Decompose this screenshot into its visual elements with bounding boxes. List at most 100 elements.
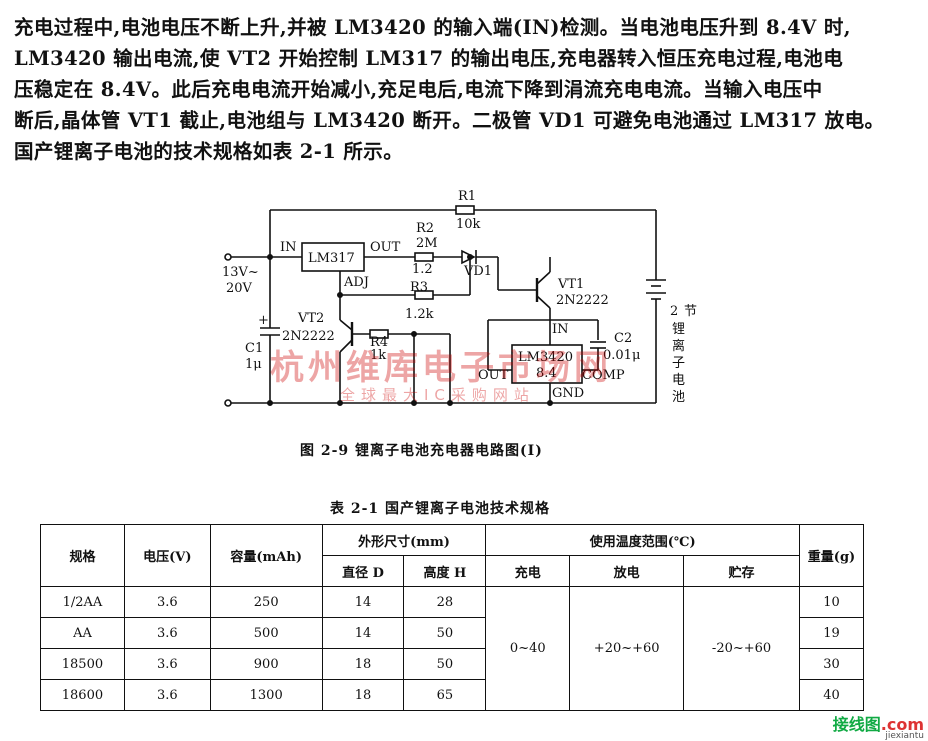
input-terminal-top: [224, 253, 232, 261]
cell-spec: 1/2AA: [40, 586, 125, 618]
cell-weight: 30: [799, 648, 864, 680]
watermark-left: 杭州: [270, 348, 346, 388]
lm317-block: [301, 242, 365, 272]
header-height: 高度 H: [403, 555, 487, 587]
cell-voltage: 3.6: [123, 648, 211, 680]
body-text: 充电过程中,电池电压不断上升,并被 LM3420 的输入端(IN)检测。当电池电…: [14, 12, 914, 167]
battery-label-2: 锂: [672, 322, 685, 337]
c1-plus: +: [258, 313, 269, 328]
header-charge: 充电: [485, 555, 571, 587]
cell-capacity: 900: [209, 648, 323, 680]
cell-spec: 18500: [40, 648, 125, 680]
cell-height: 50: [403, 648, 487, 680]
watermark-sub: 全球最大IC采购网站: [340, 386, 535, 404]
cell-capacity: 500: [209, 617, 323, 649]
vt2-label: VT2: [297, 311, 324, 326]
r1-label: R1: [458, 189, 476, 204]
header-spec: 规格: [40, 524, 125, 587]
r3-value: 1.2k: [405, 307, 434, 322]
r4-value: 1k: [370, 348, 386, 363]
header-voltage: 电压(V): [123, 524, 211, 587]
corner-logo: 接线图.com jiexiantu: [832, 711, 924, 741]
lm317-label: LM317: [308, 251, 355, 266]
logo-com: .com: [880, 715, 924, 734]
battery-label-5: 电: [672, 373, 685, 388]
lm3420-out: OUT: [478, 368, 509, 383]
lm3420-label: LM3420: [518, 350, 573, 365]
table-row: AA 3.6 500 14 50 19: [40, 617, 864, 649]
text-line-2: LM3420 输出电流,使 VT2 开始控制 LM317 的输出电压,充电器转入…: [14, 47, 844, 70]
r4-label: R4: [370, 335, 388, 350]
cell-capacity: 250: [209, 586, 323, 618]
lm3420-gnd: GND: [552, 386, 584, 401]
header-storage: 贮存: [683, 555, 800, 587]
r1-resistor: [455, 205, 475, 215]
battery-label-3: 离: [672, 338, 685, 354]
header-weight: 重量(g): [799, 524, 864, 587]
cell-height: 28: [403, 586, 487, 618]
text-line-1: 充电过程中,电池电压不断上升,并被 LM3420 的输入端(IN)检测。当电池电…: [14, 16, 851, 39]
c2-value: 0.01μ: [603, 348, 640, 363]
header-temp-range: 使用温度范围(℃): [485, 524, 800, 556]
text-line-4: 断后,晶体管 VT1 截止,电池组与 LM3420 断开。二极管 VD1 可避免…: [14, 109, 885, 132]
watermark-right: 电子市场网: [422, 348, 612, 388]
cell-storage-temp: -20~+60: [683, 586, 800, 711]
input-voltage-1: 13V~: [222, 265, 259, 280]
cell-charge-temp: 0~40: [485, 586, 571, 711]
r3-label: R3: [410, 280, 428, 295]
r2-resistor: [414, 252, 434, 262]
r1-value: 10k: [456, 217, 481, 232]
input-voltage-2: 20V: [226, 281, 253, 296]
input-terminal-bottom: [224, 399, 232, 407]
c1-label: C1: [245, 341, 263, 356]
c2-label: C2: [614, 331, 632, 346]
vt1-type: 2N2222: [556, 293, 609, 308]
lm3420-comp: COMP: [582, 368, 625, 383]
vd1-label: VD1: [463, 264, 492, 279]
vt1-label: VT1: [557, 277, 584, 292]
cell-spec: AA: [40, 617, 125, 649]
watermark-mid: 维库: [346, 348, 422, 388]
c1-value: 1μ: [245, 357, 262, 372]
cell-voltage: 3.6: [123, 586, 211, 618]
cell-diameter: 18: [321, 679, 405, 711]
cell-diameter: 14: [321, 617, 405, 649]
battery-label-1: 节: [684, 304, 697, 319]
text-line-3: 压稳定在 8.4V。此后充电电流开始减小,充足电后,电流下降到涓流充电电流。当输…: [14, 78, 823, 101]
header-dimensions: 外形尺寸(mm): [321, 524, 487, 556]
cell-diameter: 18: [321, 648, 405, 680]
r2-value2: 1.2: [412, 262, 433, 277]
cell-weight: 10: [799, 586, 864, 618]
cell-spec: 18600: [40, 679, 125, 711]
logo-cn: 接线图: [832, 715, 881, 734]
cell-capacity: 1300: [209, 679, 323, 711]
out-label: OUT: [370, 240, 401, 255]
battery-label-6: 池: [672, 390, 685, 405]
text-line-5: 国产锂离子电池的技术规格如表 2-1 所示。: [14, 140, 404, 163]
watermark-main: 杭州维库电子市场网: [270, 340, 612, 389]
spec-table: 规格 电压(V) 容量(mAh) 外形尺寸(mm) 使用温度范围(℃) 重量(g…: [40, 524, 864, 711]
r2-value: 2M: [416, 236, 438, 251]
table-row: 18600 3.6 1300 18 65 40: [40, 679, 864, 711]
lm3420-v: 8.4: [536, 366, 557, 381]
in-label: IN: [280, 240, 297, 255]
r2-label: R2: [416, 221, 434, 236]
cell-discharge-temp: +20~+60: [569, 586, 685, 711]
header-diameter: 直径 D: [321, 555, 405, 587]
table-caption: 表 2-1 国产锂离子电池技术规格: [330, 501, 551, 517]
lm3420-in: IN: [552, 322, 569, 337]
adj-label: ADJ: [343, 275, 369, 290]
cell-height: 65: [403, 679, 487, 711]
logo-url: jiexiantu: [885, 731, 924, 741]
table-row: 1/2AA 3.6 250 14 28 0~40 +20~+60 -20~+60…: [40, 586, 864, 711]
cell-diameter: 14: [321, 586, 405, 618]
vt2-type: 2N2222: [282, 329, 335, 344]
cell-height: 50: [403, 617, 487, 649]
figure-caption: 图 2-9 锂离子电池充电器电路图(Ⅰ): [300, 443, 543, 459]
lm3420-block: [511, 344, 583, 384]
header-discharge: 放电: [569, 555, 685, 587]
cell-voltage: 3.6: [123, 617, 211, 649]
battery-label-0: 2: [670, 304, 678, 319]
cell-voltage: 3.6: [123, 679, 211, 711]
